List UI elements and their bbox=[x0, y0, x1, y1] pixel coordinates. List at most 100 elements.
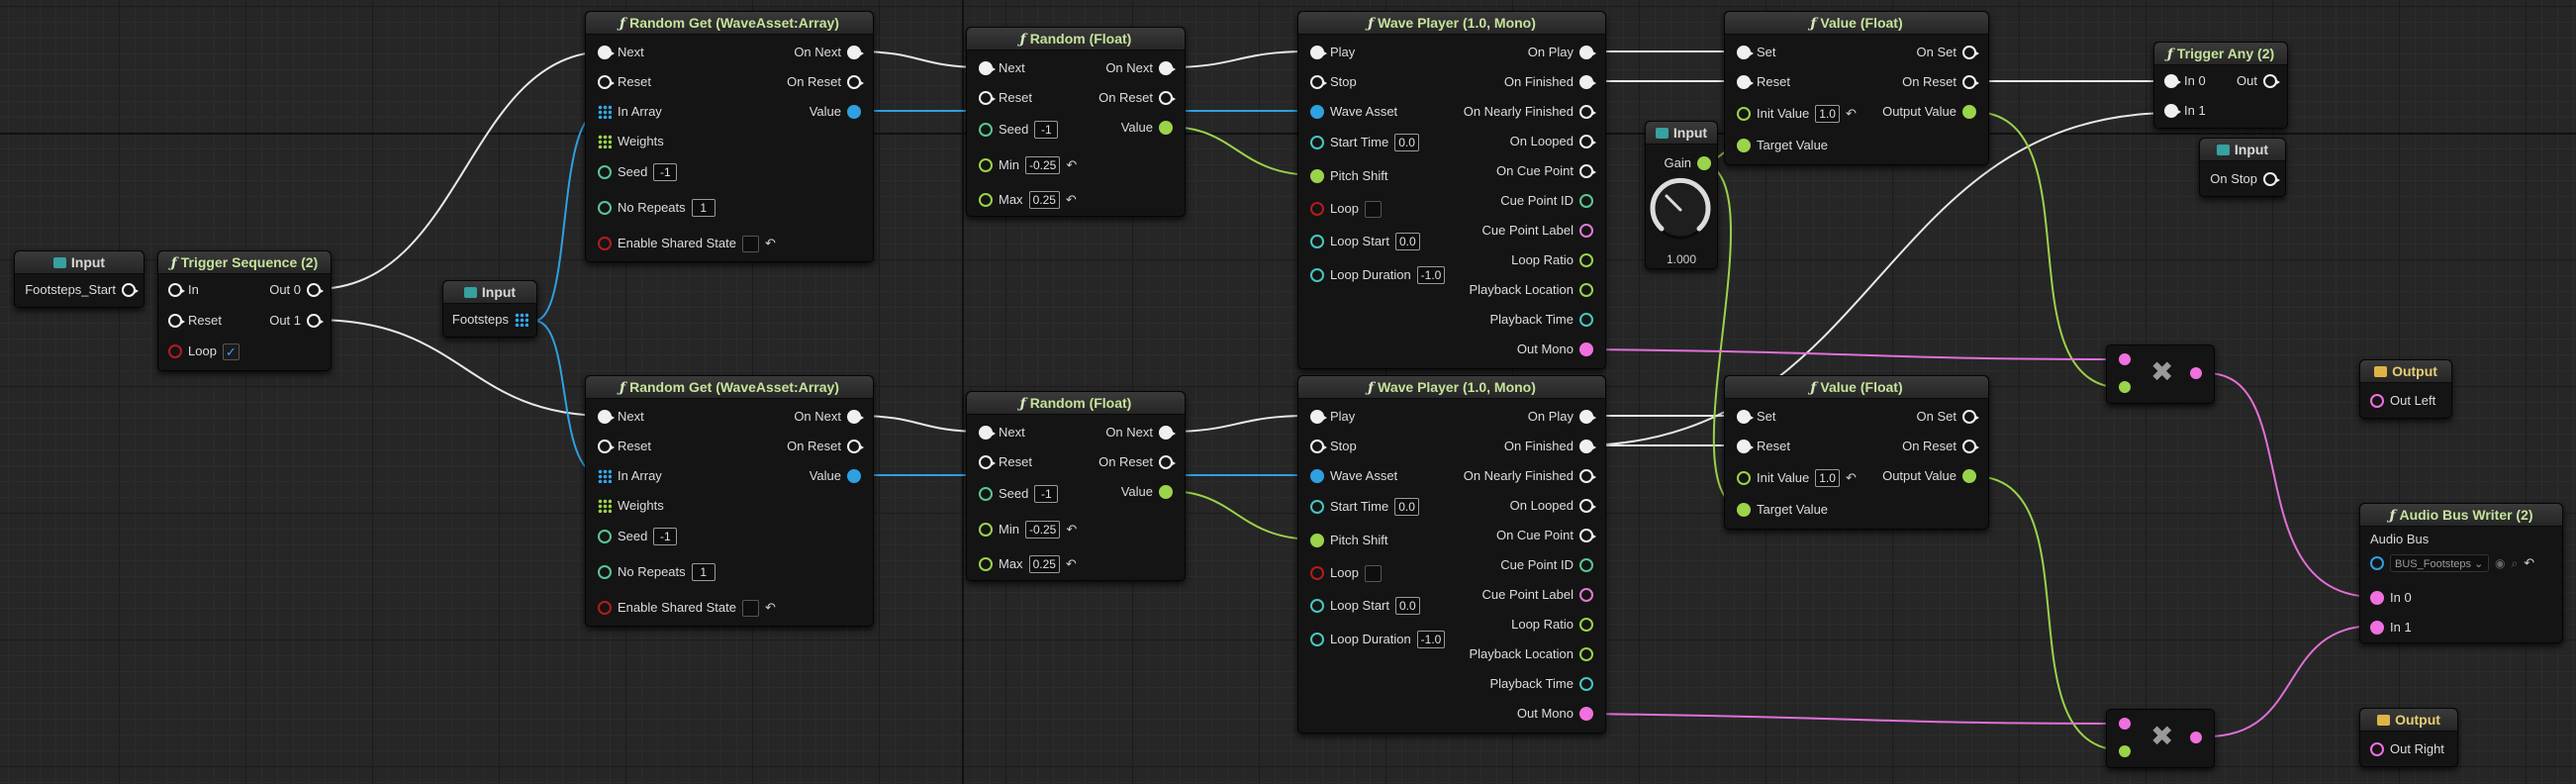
exec-input-pin-icon[interactable] bbox=[979, 426, 996, 440]
exec-input-pin-icon[interactable] bbox=[598, 46, 615, 59]
seed-field[interactable]: -1 bbox=[1034, 121, 1059, 139]
float-input-pin-icon[interactable] bbox=[2119, 745, 2131, 757]
time-output-pin-icon[interactable] bbox=[1579, 677, 1593, 691]
exec-input-pin-icon[interactable] bbox=[979, 455, 996, 469]
time-pin-icon[interactable] bbox=[1310, 235, 1324, 248]
loop-checkbox[interactable] bbox=[1364, 564, 1382, 582]
exec-input-pin-icon[interactable] bbox=[1737, 410, 1754, 424]
exec-input-pin-icon[interactable] bbox=[2164, 74, 2181, 88]
int-pin-icon[interactable] bbox=[598, 530, 612, 543]
exec-output-pin-icon[interactable] bbox=[847, 75, 864, 89]
exec-output-pin-icon[interactable] bbox=[1159, 426, 1176, 440]
float-output-pin-icon[interactable] bbox=[1579, 647, 1593, 661]
float-pin-icon[interactable] bbox=[979, 193, 993, 207]
exec-input-pin-icon[interactable] bbox=[168, 283, 185, 297]
exec-output-pin-icon[interactable] bbox=[1159, 91, 1176, 105]
exec-output-pin-icon[interactable] bbox=[122, 283, 139, 297]
exec-output-pin-icon[interactable] bbox=[1579, 469, 1596, 483]
weights-array-pin-icon[interactable] bbox=[598, 499, 612, 513]
input-on-stop-node[interactable]: Input On Stop bbox=[2199, 138, 2286, 197]
audio-output-pin-icon[interactable] bbox=[1579, 707, 1593, 721]
audio-input-pin-icon[interactable] bbox=[2119, 353, 2131, 365]
int-output-pin-icon[interactable] bbox=[1579, 558, 1593, 572]
exec-output-pin-icon[interactable] bbox=[2263, 172, 2280, 186]
loop-start-field[interactable]: 0.0 bbox=[1395, 597, 1420, 615]
float-input-pin-icon[interactable] bbox=[2119, 381, 2131, 393]
search-icon[interactable]: ⌕ bbox=[2511, 556, 2519, 570]
exec-output-pin-icon[interactable] bbox=[1579, 440, 1596, 453]
shared-state-checkbox[interactable] bbox=[741, 235, 759, 252]
exec-input-pin-icon[interactable] bbox=[2164, 104, 2181, 118]
float-pin-icon[interactable] bbox=[1737, 471, 1751, 485]
wave-asset-input-pin-icon[interactable] bbox=[1310, 469, 1324, 483]
start-time-field[interactable]: 0.0 bbox=[1394, 134, 1419, 151]
exec-output-pin-icon[interactable] bbox=[1579, 135, 1596, 148]
seed-field[interactable]: -1 bbox=[653, 163, 678, 181]
reset-arrow-icon[interactable]: ↶ bbox=[1845, 470, 1857, 485]
float-output-pin-icon[interactable] bbox=[1962, 469, 1976, 483]
max-field[interactable]: 0.25 bbox=[1028, 191, 1060, 209]
time-pin-icon[interactable] bbox=[1310, 500, 1324, 514]
wave-asset-output-pin-icon[interactable] bbox=[847, 105, 861, 119]
exec-output-pin-icon[interactable] bbox=[847, 410, 864, 424]
audio-bus-dropdown[interactable]: BUS_Footsteps ⌄ bbox=[2390, 554, 2489, 572]
time-pin-icon[interactable] bbox=[1310, 136, 1324, 149]
time-output-pin-icon[interactable] bbox=[1579, 313, 1593, 327]
reset-arrow-icon[interactable]: ↶ bbox=[1065, 192, 1077, 207]
loop-duration-field[interactable]: -1.0 bbox=[1416, 266, 1446, 284]
exec-output-pin-icon[interactable] bbox=[1159, 61, 1176, 75]
loop-duration-field[interactable]: -1.0 bbox=[1416, 631, 1446, 648]
audio-input-pin-icon[interactable] bbox=[2370, 621, 2384, 635]
int-pin-icon[interactable] bbox=[979, 123, 993, 137]
time-pin-icon[interactable] bbox=[1310, 268, 1324, 282]
audio-input-pin-icon[interactable] bbox=[2119, 718, 2131, 730]
no-repeats-field[interactable]: 1 bbox=[691, 199, 716, 217]
max-field[interactable]: 0.25 bbox=[1028, 555, 1060, 573]
int-pin-icon[interactable] bbox=[598, 565, 612, 579]
bool-pin-icon[interactable] bbox=[1310, 202, 1324, 216]
wave-asset-output-pin-icon[interactable] bbox=[847, 469, 861, 483]
exec-output-pin-icon[interactable] bbox=[1962, 75, 1979, 89]
string-output-pin-icon[interactable] bbox=[1579, 224, 1593, 238]
float-pin-icon[interactable] bbox=[1737, 139, 1751, 152]
bool-pin-icon[interactable] bbox=[168, 344, 182, 358]
bool-pin-icon[interactable] bbox=[598, 601, 612, 615]
exec-output-pin-icon[interactable] bbox=[1962, 410, 1979, 424]
array-input-pin-icon[interactable] bbox=[598, 105, 612, 119]
min-field[interactable]: -0.25 bbox=[1024, 156, 1061, 174]
reset-arrow-icon[interactable]: ↶ bbox=[2524, 555, 2535, 570]
audio-bus-pin-icon[interactable] bbox=[2370, 556, 2384, 570]
exec-output-pin-icon[interactable] bbox=[307, 314, 324, 328]
exec-input-pin-icon[interactable] bbox=[1310, 46, 1327, 59]
float-pin-icon[interactable] bbox=[1737, 107, 1751, 121]
exec-input-pin-icon[interactable] bbox=[1737, 440, 1754, 453]
exec-output-pin-icon[interactable] bbox=[1962, 46, 1979, 59]
wave-asset-input-pin-icon[interactable] bbox=[1310, 105, 1324, 119]
input-footsteps-node[interactable]: Input Footsteps bbox=[442, 280, 537, 338]
int-pin-icon[interactable] bbox=[598, 201, 612, 215]
exec-output-pin-icon[interactable] bbox=[1579, 46, 1596, 59]
exec-output-pin-icon[interactable] bbox=[847, 46, 864, 59]
reset-arrow-icon[interactable]: ↶ bbox=[764, 600, 776, 615]
exec-input-pin-icon[interactable] bbox=[979, 61, 996, 75]
exec-input-pin-icon[interactable] bbox=[1310, 75, 1327, 89]
int-pin-icon[interactable] bbox=[598, 165, 612, 179]
array-output-pin-icon[interactable] bbox=[515, 313, 528, 327]
float-output-pin-icon[interactable] bbox=[1579, 618, 1593, 632]
loop-checkbox[interactable]: ✓ bbox=[222, 343, 239, 360]
exec-input-pin-icon[interactable] bbox=[1310, 410, 1327, 424]
exec-output-pin-icon[interactable] bbox=[1579, 529, 1596, 542]
min-field[interactable]: -0.25 bbox=[1024, 521, 1061, 539]
exec-input-pin-icon[interactable] bbox=[979, 91, 996, 105]
audio-output-pin-icon[interactable] bbox=[2190, 732, 2202, 743]
loop-start-field[interactable]: 0.0 bbox=[1395, 233, 1420, 250]
exec-output-pin-icon[interactable] bbox=[1579, 499, 1596, 513]
float-output-pin-icon[interactable] bbox=[1159, 485, 1173, 499]
